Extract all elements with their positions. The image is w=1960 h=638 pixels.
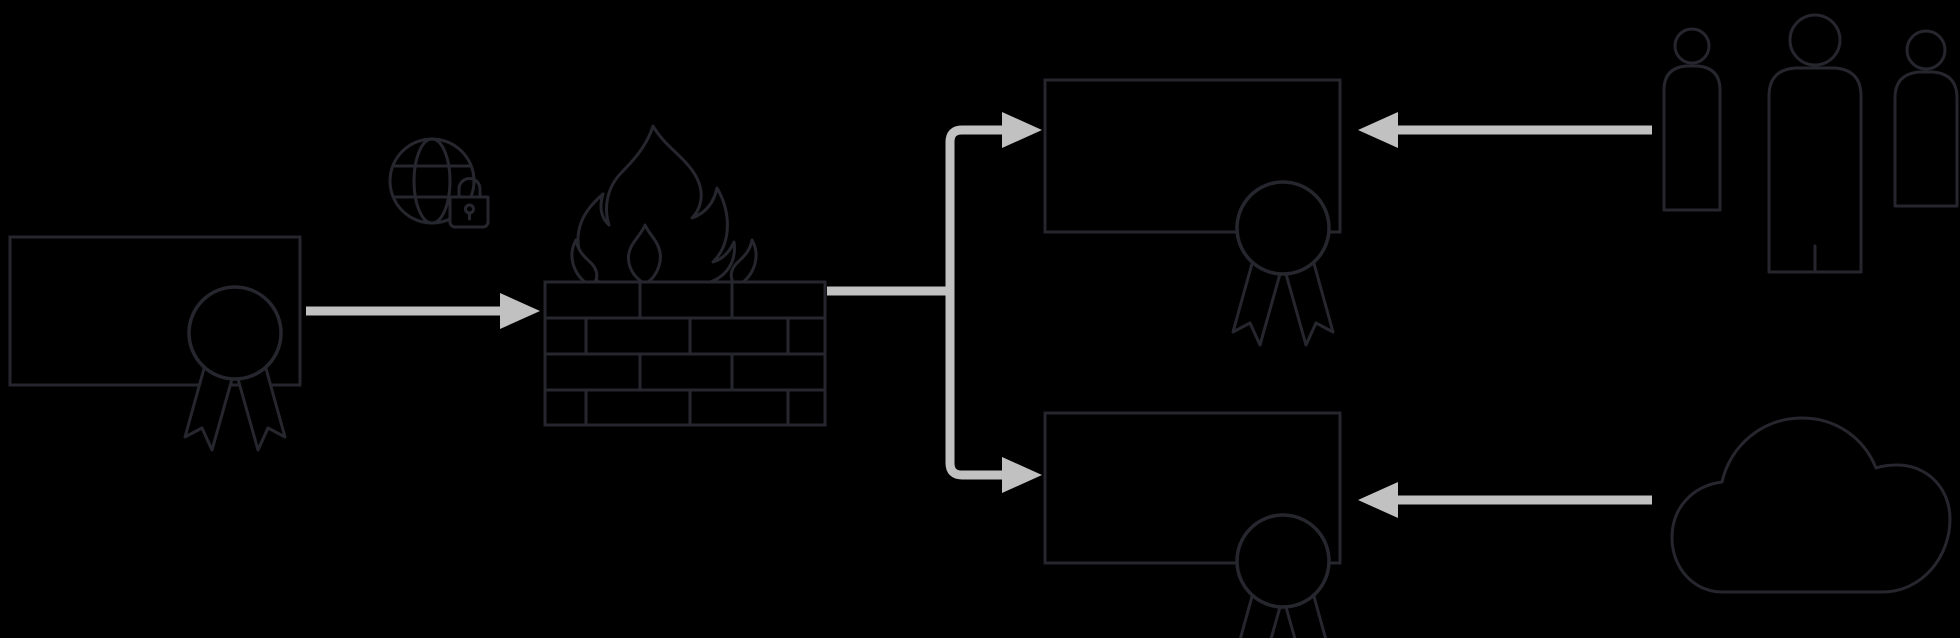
cloud-icon	[1670, 416, 1952, 594]
arrow-source-to-firewall	[306, 293, 540, 329]
arrow-cloud-to-bottom-box	[1358, 482, 1652, 518]
users-icon	[1662, 13, 1959, 274]
user-head-icon	[1905, 29, 1947, 71]
user-body-icon	[1893, 70, 1959, 208]
firewall-icon	[543, 124, 827, 427]
user-body-icon	[1767, 66, 1863, 274]
certificate-icon	[1231, 513, 1335, 638]
user-body-icon	[1662, 64, 1722, 212]
arrow-users-to-top-box	[1358, 112, 1652, 148]
arrow-firewall-branch	[827, 112, 1042, 493]
globe-lock-icon	[388, 137, 490, 229]
user-head-icon	[1673, 27, 1711, 65]
user-head-icon	[1788, 13, 1842, 67]
certificate-icon	[1231, 180, 1335, 347]
flame-icon	[576, 124, 736, 285]
